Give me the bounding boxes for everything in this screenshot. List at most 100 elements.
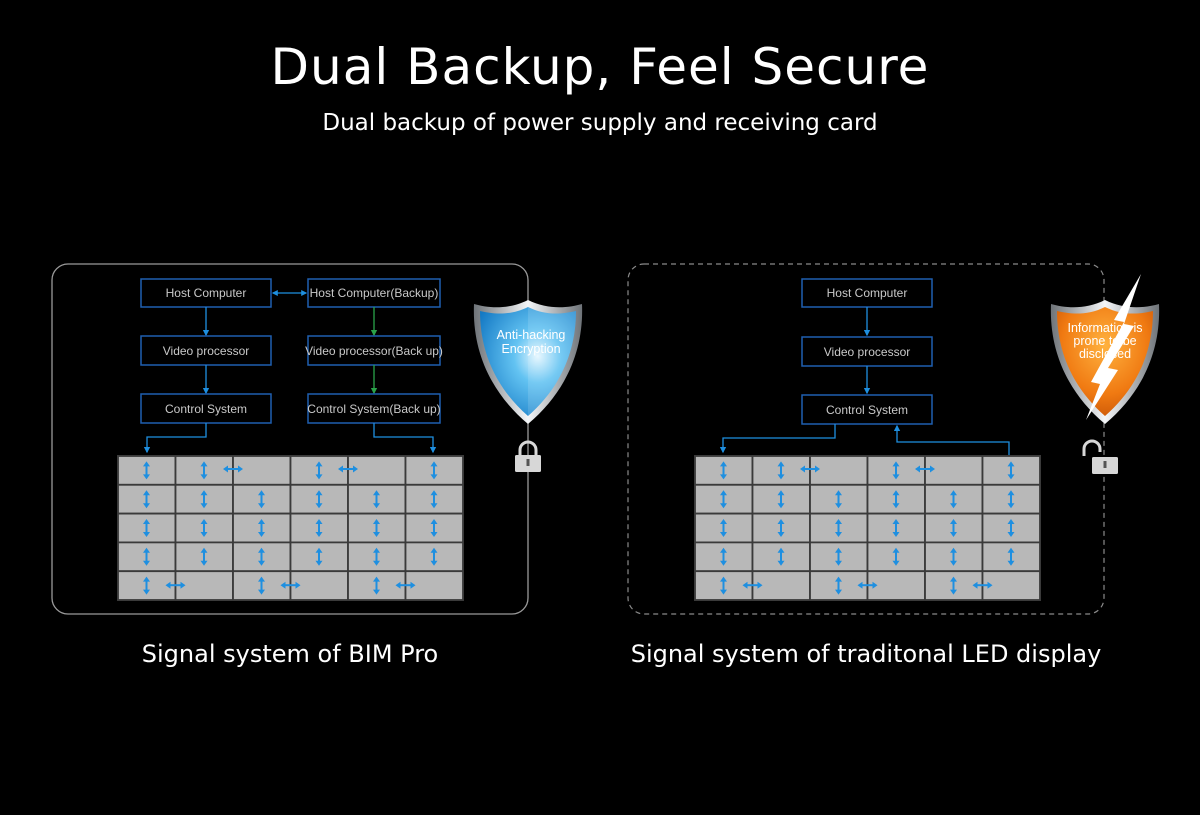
signal-arrow-head <box>720 560 727 566</box>
signal-arrow-head <box>430 490 438 496</box>
signal-arrow-head <box>872 581 878 589</box>
signal-arrow-head <box>200 490 208 496</box>
backup-control-to-screen-arrow <box>373 423 437 454</box>
signal-arrow-head <box>165 581 171 589</box>
lock-open-icon <box>1082 439 1118 474</box>
signal-arrow-head <box>720 547 727 553</box>
led-cabinet-grid <box>694 455 1041 601</box>
signal-arrow-head <box>777 490 785 496</box>
signal-arrow-head <box>200 461 208 467</box>
signal-arrow-head <box>892 461 900 467</box>
signal-arrow-head <box>223 465 228 473</box>
signal-arrow-head <box>1007 503 1015 509</box>
signal-arrow-head <box>720 519 727 524</box>
signal-arrow-head <box>987 581 993 589</box>
signal-arrow-head <box>1007 532 1015 537</box>
signal-arrow-head <box>1007 547 1015 553</box>
signal-arrow-head <box>315 519 323 524</box>
signal-arrow-head <box>430 532 438 537</box>
signal-arrow-head <box>892 490 900 496</box>
signal-arrow-head <box>200 547 208 553</box>
signal-arrow-head <box>430 461 438 467</box>
video-processor-box: Video processor <box>140 335 272 366</box>
signal-arrow-head <box>258 576 265 582</box>
signal-arrow-head <box>1007 474 1015 480</box>
signal-arrow-head <box>777 560 785 566</box>
signal-arrow-head <box>720 532 727 537</box>
signal-arrow-head <box>1007 490 1015 496</box>
signal-arrow-head <box>835 576 842 582</box>
signal-arrow-head <box>258 589 265 595</box>
signal-arrow-head <box>835 503 842 509</box>
video-processor-box: Video processor <box>801 336 933 367</box>
signal-arrow-head <box>315 560 323 566</box>
signal-arrow-head <box>180 581 186 589</box>
signal-arrow-head <box>777 547 785 553</box>
signal-arrow-head <box>892 474 900 480</box>
signal-arrow-head <box>835 589 842 595</box>
bim-pro-caption: Signal system of BIM Pro <box>141 640 439 668</box>
signal-arrow-head <box>777 532 785 537</box>
signal-arrow-head <box>373 589 380 595</box>
screen-return-arrow <box>893 424 1010 456</box>
signal-arrow-head <box>950 576 957 582</box>
signal-arrow-head <box>950 589 957 595</box>
lock-closed-icon <box>515 440 541 472</box>
signal-arrow-head <box>950 503 957 509</box>
signal-arrow-head <box>430 503 438 509</box>
host-computer-backup-label: Host Computer(Backup) <box>310 286 439 300</box>
signal-arrow-head <box>315 503 323 509</box>
signal-arrow-head <box>200 503 208 509</box>
signal-arrow-head <box>915 465 920 473</box>
signal-arrow-head <box>720 490 727 496</box>
traditional-led-panel: Host Computer Video processor Control Sy… <box>627 263 1160 615</box>
signal-arrow-head <box>315 461 323 467</box>
led-cabinet <box>174 570 234 601</box>
signal-arrow-head <box>143 532 150 537</box>
signal-arrow-head <box>950 519 957 524</box>
control-system-label: Control System <box>165 402 247 416</box>
signal-arrow-head <box>280 581 286 589</box>
control-to-screen-arrow <box>143 423 207 454</box>
signal-arrow-head <box>373 576 380 582</box>
signal-arrow-head <box>258 560 265 566</box>
signal-arrow-head <box>930 465 935 473</box>
signal-arrow-head <box>200 532 208 537</box>
signal-arrow-head <box>373 519 380 524</box>
signal-arrow-head <box>373 532 380 537</box>
signal-arrow-head <box>430 474 438 480</box>
signal-arrow-head <box>800 465 805 473</box>
signal-arrow-head <box>1007 461 1015 467</box>
signal-arrow-head <box>892 503 900 509</box>
signal-arrow-head <box>200 519 208 524</box>
signal-arrow-head <box>835 560 842 566</box>
signal-arrow-head <box>315 532 323 537</box>
signal-arrow-head <box>258 547 265 553</box>
control-system-box: Control System <box>140 393 272 424</box>
signal-arrow-head <box>815 465 820 473</box>
signal-arrow-head <box>777 461 785 467</box>
bim-pro-panel: Host Computer Host Computer(Backup) Vide… <box>51 263 583 615</box>
led-cabinet <box>289 570 349 601</box>
signal-arrow-head <box>950 532 957 537</box>
signal-arrow-head <box>892 519 900 524</box>
signal-arrow-head <box>720 474 727 480</box>
signal-arrow-head <box>373 547 380 553</box>
signal-arrow-head <box>972 581 978 589</box>
signal-arrow-head <box>1007 560 1015 566</box>
signal-arrow-head <box>373 503 380 509</box>
signal-arrow-head <box>143 547 150 553</box>
signal-arrow-head <box>395 581 401 589</box>
page-title: Dual Backup, Feel Secure <box>270 38 930 96</box>
signal-arrow-head <box>1007 519 1015 524</box>
control-system-backup-label: Control System(Back up) <box>307 402 440 416</box>
signal-arrow-head <box>950 490 957 496</box>
signal-arrow-head <box>430 519 438 524</box>
signal-arrow-head <box>777 519 785 524</box>
signal-arrow-head <box>373 560 380 566</box>
signal-arrow-head <box>835 532 842 537</box>
led-cabinet-grid <box>117 455 464 601</box>
signal-arrow-head <box>200 474 208 480</box>
control-system-label: Control System <box>826 403 908 417</box>
